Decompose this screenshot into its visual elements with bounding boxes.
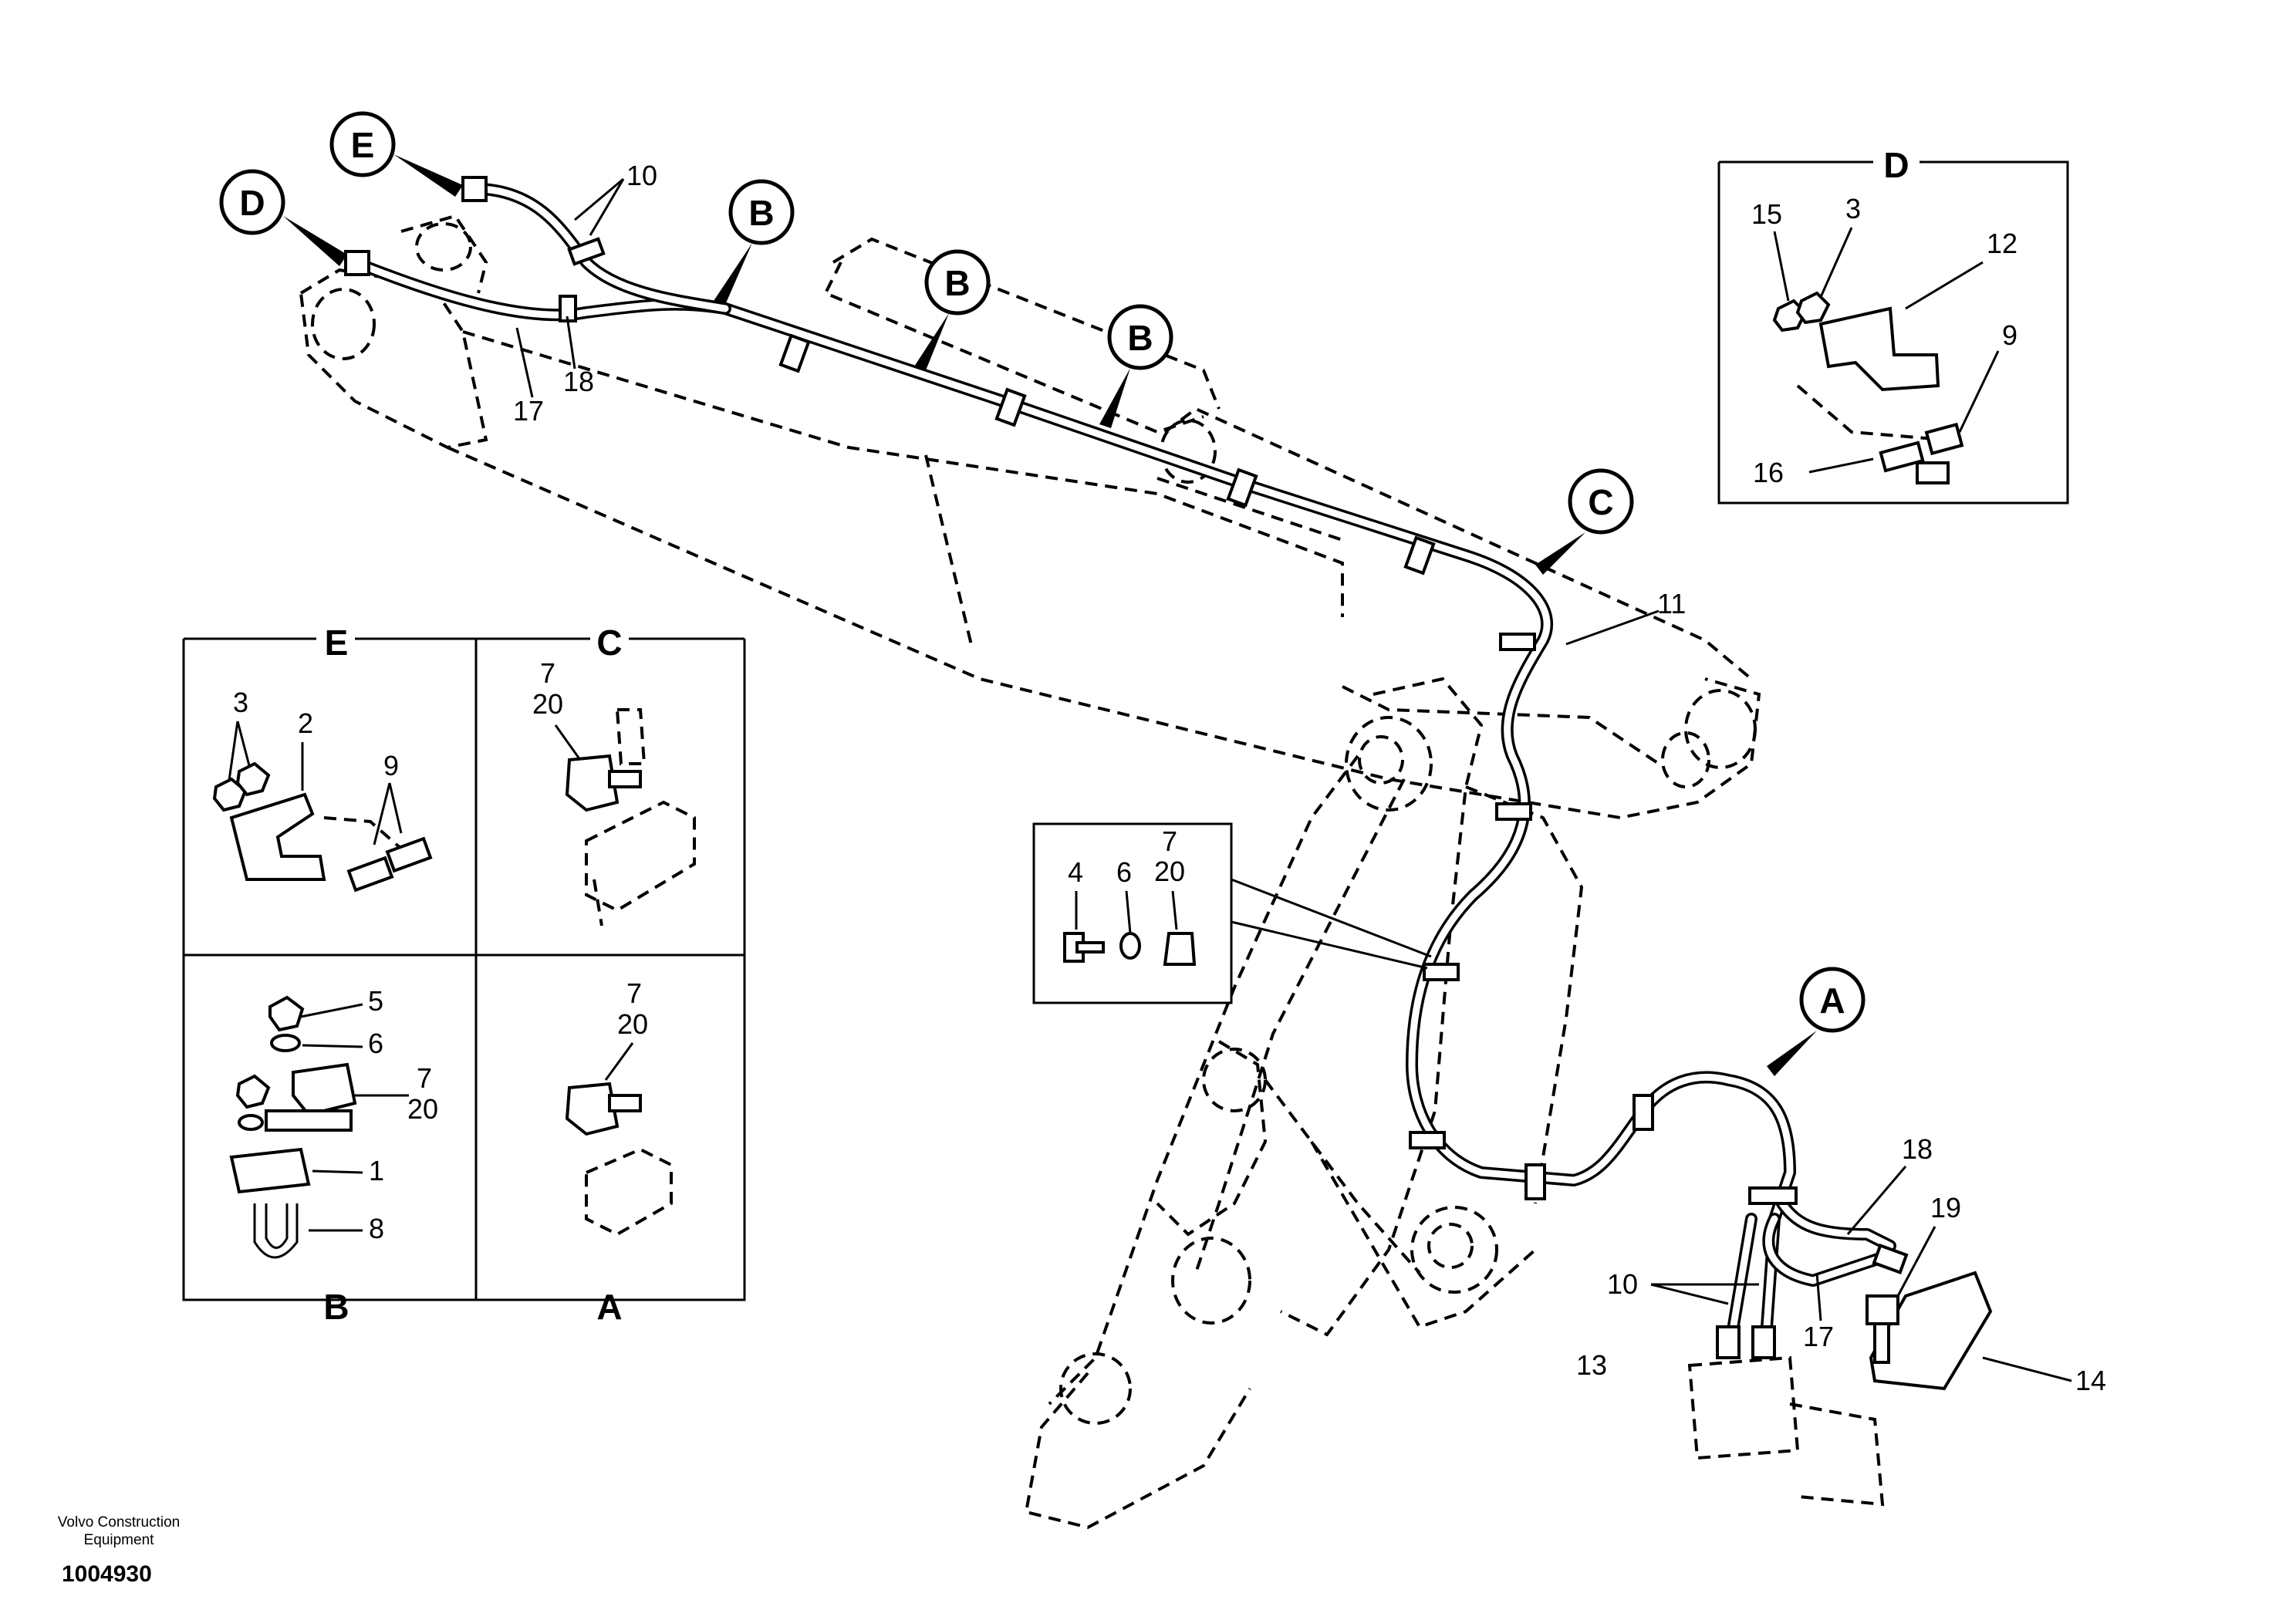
svg-text:19: 19 [1930, 1192, 1961, 1223]
svg-text:7: 7 [626, 977, 642, 1009]
svg-text:C: C [596, 623, 622, 663]
svg-text:E: E [325, 623, 349, 663]
svg-text:B: B [323, 1287, 349, 1327]
detail-box-clamp: 4 6 7 20 [1032, 822, 1432, 1004]
brand-name: Volvo Construction Equipment [57, 1514, 181, 1548]
svg-text:13: 13 [1576, 1349, 1607, 1381]
hose-routing [344, 176, 1909, 1359]
svg-text:17: 17 [1803, 1321, 1834, 1352]
svg-text:12: 12 [1987, 228, 2017, 259]
svg-text:3: 3 [233, 687, 248, 718]
main-labels: 10 17 18 11 18 19 10 17 13 14 [513, 160, 2106, 1396]
callout-E: E [329, 111, 463, 197]
arm-outline [1024, 677, 1584, 1530]
svg-text:8: 8 [369, 1213, 384, 1244]
svg-text:7: 7 [417, 1062, 432, 1094]
callout-D: D [219, 169, 347, 266]
svg-text:B: B [748, 193, 774, 233]
detail-grid [182, 637, 746, 1301]
svg-text:B: B [1127, 318, 1153, 358]
svg-text:E: E [351, 125, 375, 165]
svg-text:D: D [239, 183, 265, 223]
callout-B2: B [914, 249, 991, 370]
svg-text:18: 18 [563, 366, 594, 397]
svg-text:14: 14 [2075, 1365, 2106, 1396]
boom-outline [299, 214, 1761, 820]
callout-C: C [1535, 468, 1634, 575]
svg-text:A: A [1819, 980, 1845, 1021]
footer: Volvo Construction Equipment 1004930 [43, 1514, 194, 1588]
svg-text:7: 7 [540, 657, 555, 689]
svg-text:1: 1 [369, 1155, 384, 1186]
svg-text:5: 5 [368, 985, 383, 1017]
svg-text:17: 17 [513, 395, 544, 427]
document-number: 1004930 [62, 1561, 152, 1587]
svg-text:3: 3 [1845, 193, 1861, 224]
svg-text:D: D [1883, 145, 1909, 185]
svg-text:C: C [1588, 482, 1613, 522]
svg-text:6: 6 [368, 1028, 383, 1059]
svg-text:7: 7 [1162, 825, 1177, 857]
callout-B1: B [714, 179, 795, 305]
svg-text:9: 9 [2002, 319, 2017, 351]
svg-text:20: 20 [407, 1093, 438, 1125]
svg-text:6: 6 [1116, 856, 1132, 888]
panel-C: C 7 20 [532, 623, 696, 926]
svg-text:16: 16 [1753, 457, 1784, 488]
svg-text:10: 10 [626, 160, 657, 191]
panel-B: B 5 6 7 20 1 8 [229, 985, 438, 1327]
svg-text:20: 20 [1154, 856, 1185, 887]
panel-D: D 15 3 12 9 16 [1717, 145, 2069, 505]
callout-B3: B [1099, 304, 1173, 428]
panel-A: A 7 20 [565, 977, 673, 1327]
svg-text:4: 4 [1068, 856, 1083, 888]
svg-text:18: 18 [1902, 1133, 1933, 1165]
svg-text:B: B [944, 263, 970, 303]
svg-text:11: 11 [1657, 588, 1686, 619]
bracket-14 [1687, 1271, 1993, 1507]
callout-A: A [1767, 967, 1866, 1076]
panel-E: E 3 2 9 [212, 623, 433, 893]
svg-text:A: A [596, 1287, 622, 1327]
svg-text:20: 20 [617, 1008, 648, 1040]
svg-text:2: 2 [298, 707, 313, 739]
svg-text:20: 20 [532, 688, 563, 720]
svg-text:15: 15 [1751, 198, 1782, 230]
svg-text:9: 9 [383, 750, 399, 781]
svg-text:10: 10 [1607, 1268, 1638, 1300]
